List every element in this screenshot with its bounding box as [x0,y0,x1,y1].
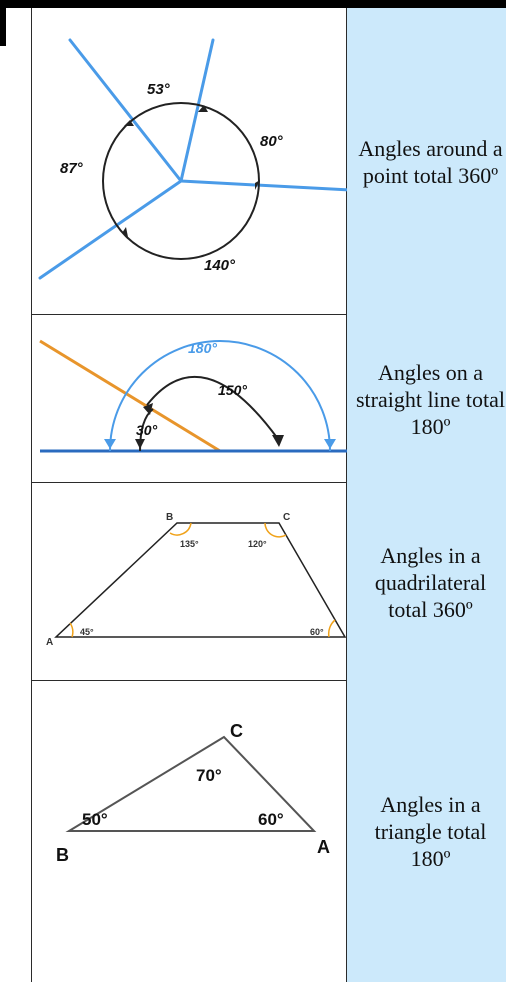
vertex-label-b: B [166,512,173,523]
angle-label-80: 80° [260,133,284,150]
row-angles-triangle: C B A 70° 50° 60° Angles in a triangle t… [31,681,506,982]
ray-upper-right [179,38,215,183]
diagram-cell-point: 53° 80° 87° 140° [31,8,348,315]
angle-label-180: 180° [188,340,217,356]
caption-cell-point: Angles around a point total 360º [347,8,506,315]
caption-cell-quadrilateral: Angles in a quadrilateral total 360º [347,483,506,681]
angle-label-50: 50° [82,810,108,829]
triangle-shape [65,735,317,832]
angle-label-70: 70° [196,766,222,785]
angle-label-60: 60° [258,810,284,829]
vertex-label-a: A [317,837,330,857]
vertex-label-b: B [56,845,69,865]
arc-180 [109,340,331,452]
angle-label-87: 87° [60,160,84,177]
angle-label-140: 140° [204,257,236,274]
angle-label-120: 120° [248,539,267,549]
ray-lower-left [38,179,183,280]
angle-facts-table: 53° 80° 87° 140° Angles around a point t… [31,8,506,982]
ray-right [179,179,348,192]
left-edge-bar [0,0,6,46]
angle-label-53: 53° [147,81,171,98]
orange-ray [39,339,221,453]
caption-angles-quadrilateral: Angles in a quadrilateral total 360º [374,542,487,622]
angle-label-30: 30° [136,422,158,438]
triangle-diagram: C B A 70° 50° 60° [56,721,330,865]
quadrilateral-diagram: B C A 135° 120° 45° 60° [46,512,347,648]
angles-around-point-diagram: 53° 80° 87° 140° [38,38,348,280]
row-angles-around-point: 53° 80° 87° 140° Angles around a point t… [31,8,506,315]
caption-cell-line: Angles on a straight line total 180º [347,315,506,483]
vertex-label-a: A [46,637,53,648]
diagram-cell-triangle: C B A 70° 50° 60° [31,681,347,982]
straight-line-diagram: 180° 150° 30° [39,339,348,453]
row-angles-quadrilateral: B C A 135° 120° 45° 60° Angles in a quad… [31,483,506,681]
caption-cell-triangle: Angles in a triangle total 180º [347,681,506,982]
vertex-label-c: C [230,721,243,741]
arc-150 [146,375,279,440]
angle-label-60: 60° [310,627,324,637]
top-bar [0,0,506,8]
caption-angles-straight-line: Angles on a straight line total 180º [355,359,506,439]
arrowheads [122,105,260,237]
angle-label-45: 45° [80,627,94,637]
ray-upper-left [68,38,183,183]
diagram-cell-line: 180° 150° 30° [31,315,348,483]
diagram-cell-quadrilateral: B C A 135° 120° 45° 60° [31,483,347,681]
row-angles-straight-line: 180° 150° 30° Angles on a straight line … [31,315,506,483]
quadrilateral-shape [54,522,347,638]
angle-label-135: 135° [180,539,199,549]
caption-angles-around-point: Angles around a point total 360º [358,135,503,188]
angle-label-150: 150° [218,382,247,398]
caption-angles-triangle: Angles in a triangle total 180º [374,792,487,871]
vertex-label-c: C [283,512,290,523]
